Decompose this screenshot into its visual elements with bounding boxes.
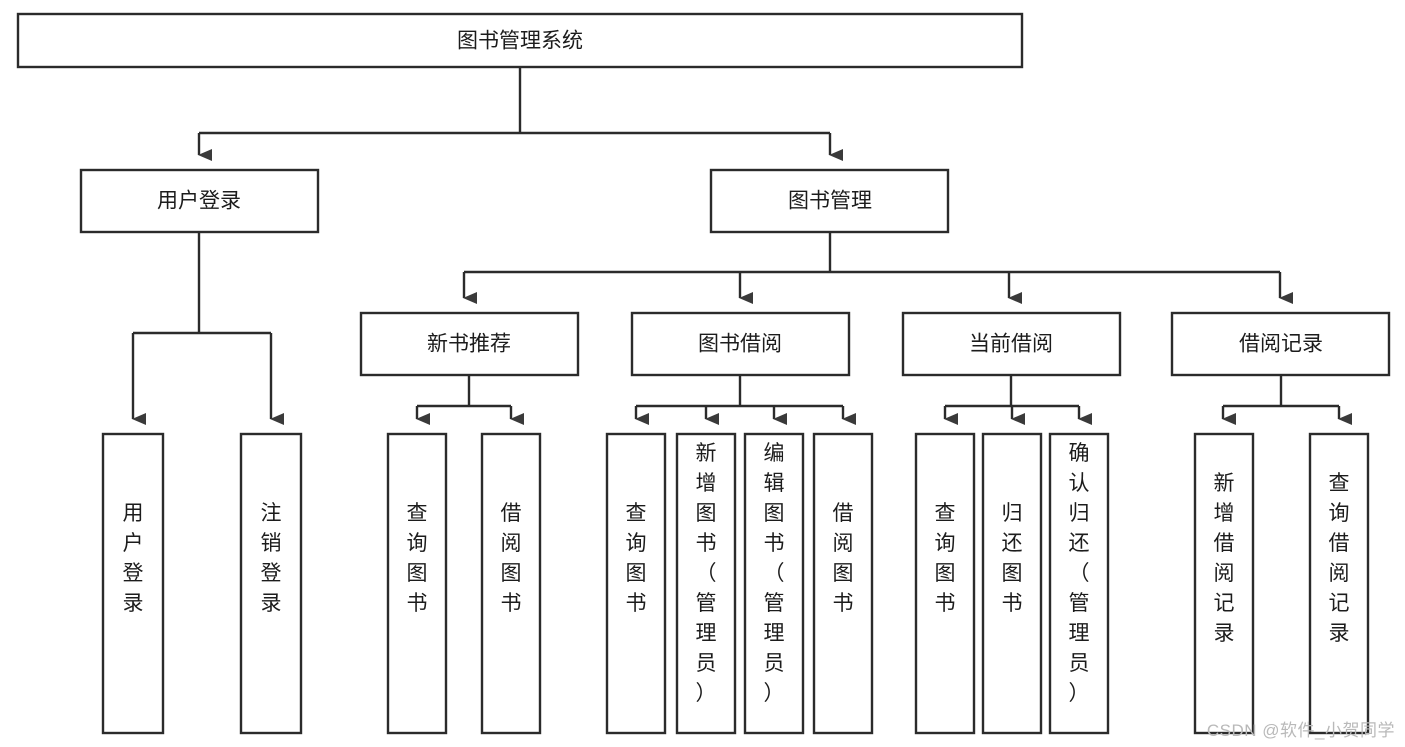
node-leaf-return-book-label: 归还图书: [1002, 502, 1023, 615]
node-borrow-record-label: 借阅记录: [1239, 333, 1323, 356]
edge-group-borrow-record-to-leaves: [1221, 375, 1352, 425]
node-leaf-user-login[interactable]: 用户登录: [101, 432, 165, 735]
node-book-borrow-box[interactable]: [630, 311, 851, 377]
node-leaf-add-record[interactable]: 新增借阅记录: [1193, 432, 1255, 735]
node-leaf-add-record-box[interactable]: [1193, 432, 1255, 735]
node-root-label: 图书管理系统: [457, 30, 583, 53]
node-leaf-query-book-3-label: 查询图书: [935, 502, 956, 615]
node-leaf-confirm-return-box[interactable]: [1048, 432, 1110, 735]
node-leaf-query-book-3[interactable]: 查询图书: [914, 432, 976, 735]
node-leaf-edit-book-box[interactable]: [743, 432, 805, 735]
node-leaf-add-record-label: 新增借阅记录: [1214, 472, 1235, 645]
edge-group-root-to-level1: [197, 67, 843, 161]
node-borrow-record-box[interactable]: [1170, 311, 1391, 377]
node-leaf-borrow-book-2-label: 借阅图书: [833, 502, 854, 615]
node-leaf-query-book-3-box[interactable]: [914, 432, 976, 735]
node-new-book-rec-box[interactable]: [359, 311, 580, 377]
node-leaf-query-record[interactable]: 查询借阅记录: [1308, 432, 1370, 735]
node-book-manage-box[interactable]: [709, 168, 950, 234]
node-current-borrow-box[interactable]: [901, 311, 1122, 377]
csdn-watermark: CSDN @软件_小贺同学: [1206, 721, 1395, 740]
edge-group-book-manage-to-level2: [462, 232, 1293, 304]
node-leaf-borrow-book-1-label: 借阅图书: [501, 502, 522, 615]
node-leaf-borrow-book-1[interactable]: 借阅图书: [480, 432, 542, 735]
node-leaf-query-book-2-box[interactable]: [605, 432, 667, 735]
node-book-borrow[interactable]: 图书借阅: [630, 311, 851, 377]
node-current-borrow[interactable]: 当前借阅: [901, 311, 1122, 377]
node-leaf-query-book-2-label: 查询图书: [626, 502, 647, 615]
node-leaf-confirm-return[interactable]: 确认归还（管理员）: [1048, 432, 1110, 735]
node-leaf-query-book-1-box[interactable]: [386, 432, 448, 735]
node-leaf-query-book-1-label: 查询图书: [407, 502, 428, 615]
node-leaf-logout-label: 注销登录: [261, 502, 282, 615]
edge-group-user-login-to-leaves: [131, 232, 284, 425]
node-leaf-user-login-label: 用户登录: [123, 502, 144, 615]
node-leaf-query-book-2[interactable]: 查询图书: [605, 432, 667, 735]
node-leaf-query-book-1[interactable]: 查询图书: [386, 432, 448, 735]
node-leaf-return-book-box[interactable]: [981, 432, 1043, 735]
node-leaf-query-record-label: 查询借阅记录: [1329, 472, 1350, 645]
node-borrow-record[interactable]: 借阅记录: [1170, 311, 1391, 377]
node-book-manage-label: 图书管理: [788, 190, 872, 213]
node-leaf-user-login-box[interactable]: [101, 432, 165, 735]
node-new-book-rec[interactable]: 新书推荐: [359, 311, 580, 377]
node-book-borrow-label: 图书借阅: [698, 333, 782, 356]
node-user-login[interactable]: 用户登录: [79, 168, 320, 234]
node-root-box[interactable]: [16, 12, 1024, 69]
node-leaf-add-book-box[interactable]: [675, 432, 737, 735]
node-leaf-borrow-book-1-box[interactable]: [480, 432, 542, 735]
node-leaf-logout[interactable]: 注销登录: [239, 432, 303, 735]
node-leaf-borrow-book-2[interactable]: 借阅图书: [812, 432, 874, 735]
node-leaf-borrow-book-2-box[interactable]: [812, 432, 874, 735]
node-user-login-box[interactable]: [79, 168, 320, 234]
node-leaf-query-record-box[interactable]: [1308, 432, 1370, 735]
node-current-borrow-label: 当前借阅: [969, 333, 1053, 356]
node-book-manage[interactable]: 图书管理: [709, 168, 950, 234]
edge-group-new-book-rec-to-leaves: [415, 375, 524, 425]
edge-group-current-borrow-to-leaves: [943, 375, 1092, 425]
node-leaf-edit-book[interactable]: 编辑图书（管理员）: [743, 432, 805, 735]
node-root[interactable]: 图书管理系统: [16, 12, 1024, 69]
node-leaf-edit-book-label: 编辑图书（管理员）: [764, 442, 785, 705]
node-leaf-add-book-label: 新增图书（管理员）: [696, 442, 717, 705]
edge-group-book-borrow-to-leaves: [634, 375, 856, 425]
node-leaf-add-book[interactable]: 新增图书（管理员）: [675, 432, 737, 735]
node-new-book-rec-label: 新书推荐: [427, 333, 511, 356]
node-leaf-confirm-return-label: 确认归还（管理员）: [1069, 442, 1090, 705]
node-leaf-return-book[interactable]: 归还图书: [981, 432, 1043, 735]
node-leaf-logout-box[interactable]: [239, 432, 303, 735]
node-user-login-label: 用户登录: [157, 190, 241, 213]
